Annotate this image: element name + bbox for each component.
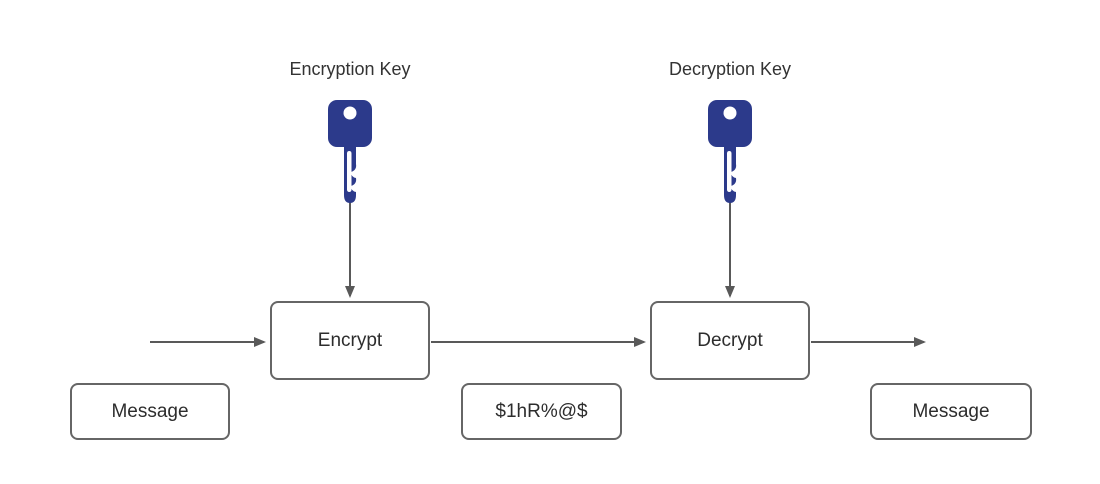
encrypt-box: Encrypt xyxy=(270,301,430,380)
message-input-label: Message xyxy=(111,400,189,422)
decryption-key-label: Decryption Key xyxy=(668,59,792,79)
message-input-box: Message xyxy=(70,383,230,440)
decrypt-box: Decrypt xyxy=(650,301,810,380)
message-output-box: Message xyxy=(870,383,1032,440)
decrypt-box-label: Decrypt xyxy=(697,329,763,351)
encrypt-box-label: Encrypt xyxy=(317,329,383,351)
ciphertext-box: $1hR%@$ xyxy=(461,383,622,440)
decryption-key-icon xyxy=(708,100,752,203)
message-output-label: Message xyxy=(912,400,990,422)
encryption-key-icon xyxy=(328,100,372,203)
encryption-key-label: Encryption Key xyxy=(289,59,411,79)
ciphertext-label: $1hR%@$ xyxy=(495,400,588,422)
